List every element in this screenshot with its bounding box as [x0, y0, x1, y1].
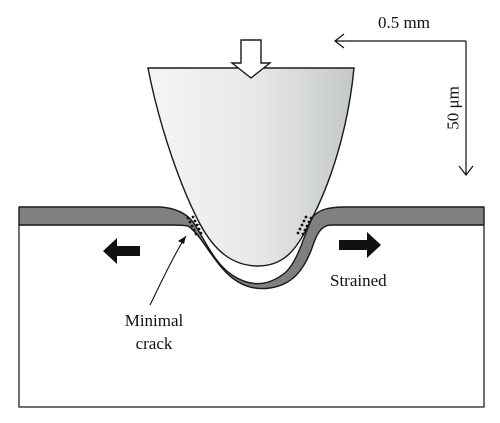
strain-arrow-left-icon	[103, 238, 140, 264]
crack-dots-left	[186, 215, 203, 236]
indenter-tip	[147, 67, 355, 267]
coating-layer	[18, 206, 485, 290]
load-arrow-icon	[229, 39, 273, 79]
scale-bar-vertical-head-icon	[458, 165, 474, 176]
minimal-crack-label: Minimal crack	[114, 312, 194, 352]
scale-bar-horizontal-head-icon	[334, 33, 345, 49]
strain-arrow-right-icon	[339, 232, 381, 258]
minimal-crack-label-line2: crack	[135, 334, 173, 353]
crack-dots-right	[296, 215, 313, 236]
scale-label-vertical: 50 μm	[443, 86, 463, 130]
crack-pointer-head	[178, 236, 186, 244]
scale-label-horizontal: 0.5 mm	[378, 13, 430, 32]
minimal-crack-label-line1: Minimal	[124, 311, 184, 330]
strained-label: Strained	[330, 271, 387, 290]
